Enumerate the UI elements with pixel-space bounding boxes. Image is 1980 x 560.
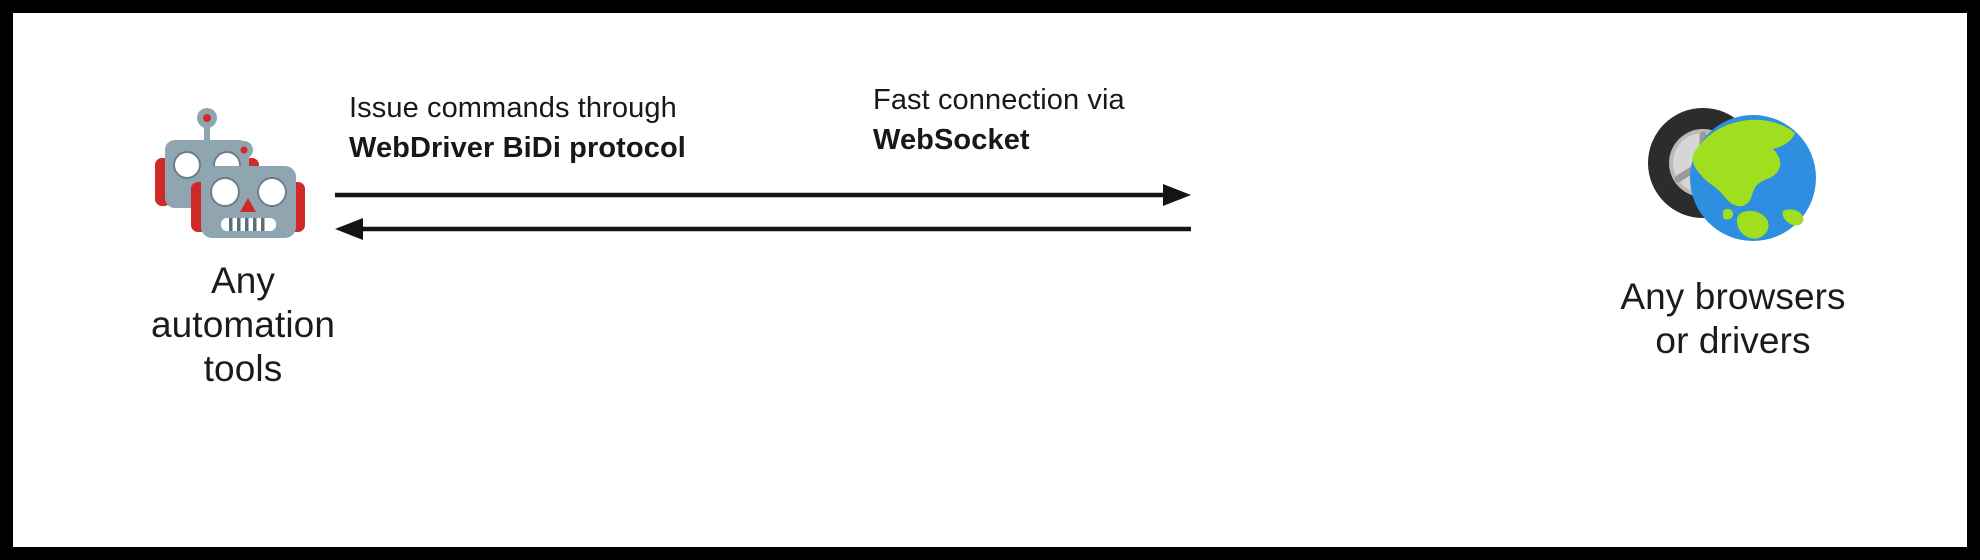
node-automation-tools: Any automation tools: [73, 108, 413, 391]
robots-icon: [73, 108, 413, 243]
annotation-connection: Fast connection via WebSocket: [873, 83, 1125, 158]
annotation-connection-line1: Fast connection via: [873, 84, 1125, 116]
node-browsers-drivers: Any browsers or drivers: [1543, 93, 1923, 363]
annotation-commands-line1: Issue commands through: [349, 92, 677, 124]
diagram-canvas: Any automation tools Issue commands thro…: [13, 13, 1967, 547]
arrow-group: [333, 173, 1193, 253]
request-arrow: [335, 184, 1191, 206]
annotation-commands: Issue commands through WebDriver BiDi pr…: [349, 91, 686, 166]
node-browsers-drivers-label: Any browsers or drivers: [1620, 276, 1846, 361]
node-automation-tools-label: Any automation tools: [150, 260, 336, 389]
response-arrow: [335, 218, 1191, 240]
globe-icon: [1690, 115, 1816, 241]
globe-and-tire-icon: [1543, 93, 1923, 253]
annotation-connection-line2: WebSocket: [873, 124, 1030, 156]
annotation-commands-line2: WebDriver BiDi protocol: [349, 132, 686, 164]
